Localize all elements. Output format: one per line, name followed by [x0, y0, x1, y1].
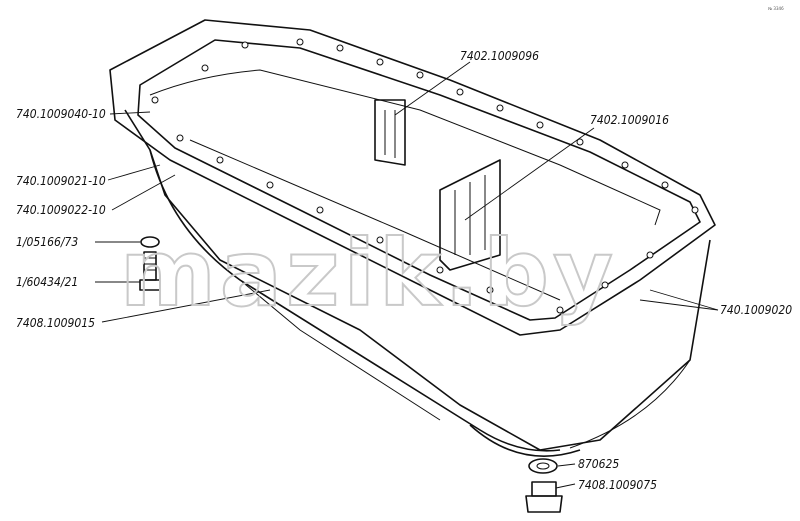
washer-870625: [528, 458, 558, 474]
label-740-1009020: 740.1009020: [720, 303, 792, 317]
oil-pan-body: [124, 109, 711, 457]
label-7408-1009075: 7408.1009075: [578, 478, 657, 492]
label-740-1009021-10: 740.1009021-10: [16, 174, 106, 188]
corner-mark: № 3346: [768, 6, 784, 11]
label-870625: 870625: [578, 457, 619, 471]
label-7402-1009016: 7402.1009016: [590, 113, 669, 127]
baffle-plate: [439, 159, 501, 271]
label-7408-1009015: 7408.1009015: [16, 316, 95, 330]
label-1-05166-73: 1/05166/73: [16, 235, 78, 249]
leader-lines: [95, 61, 719, 489]
bolt-1-60434-21: [139, 251, 161, 291]
part-labels: 740.1009040-10 740.1009021-10 740.100902…: [16, 49, 792, 492]
label-740-1009040-10: 740.1009040-10: [16, 107, 106, 121]
watermark: mazik.by: [120, 220, 617, 327]
plug-7408-1009075: [525, 481, 563, 513]
flange-holes: [151, 38, 699, 314]
gasket-flange: [109, 19, 716, 336]
washer-1-05166-73: [140, 236, 160, 248]
label-7402-1009096: 7402.1009096: [460, 49, 539, 63]
baffle-bracket: [374, 99, 406, 166]
label-1-60434-21: 1/60434/21: [16, 275, 78, 289]
label-740-1009022-10: 740.1009022-10: [16, 203, 106, 217]
